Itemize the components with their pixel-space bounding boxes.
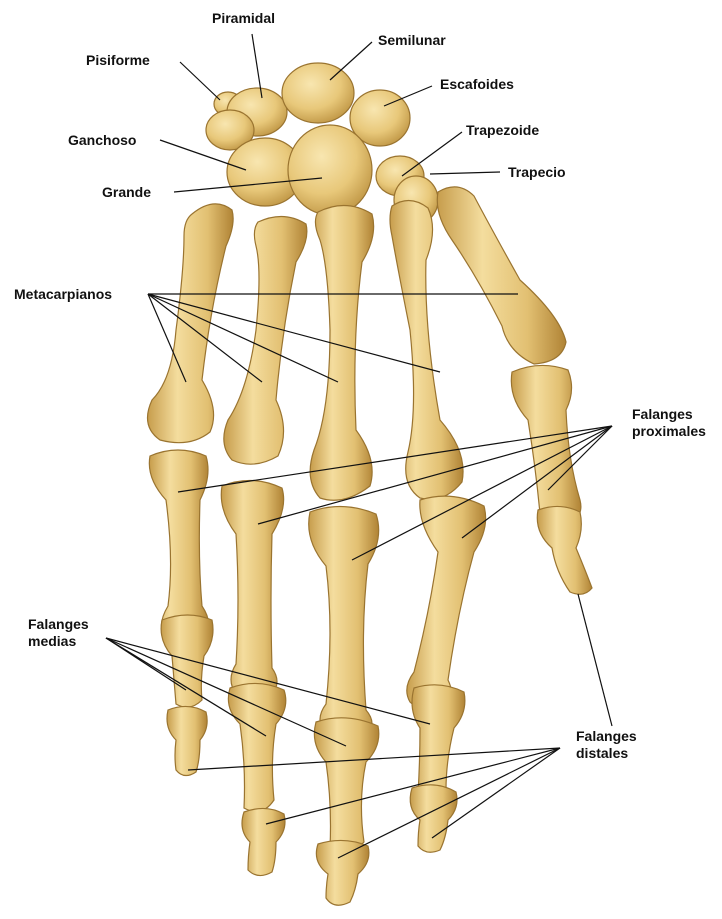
label-falanges-distales-line1: Falanges bbox=[576, 728, 637, 745]
label-falanges-distales: Falanges distales bbox=[576, 728, 637, 762]
label-pisiforme: Pisiforme bbox=[86, 52, 150, 69]
metacarpal-1 bbox=[437, 187, 566, 364]
semilunar-bone bbox=[282, 63, 354, 123]
label-falanges-proximales-line2: proximales bbox=[632, 423, 706, 440]
leader-distales-3 bbox=[338, 748, 560, 858]
label-semilunar: Semilunar bbox=[378, 32, 446, 49]
metacarpal-3 bbox=[310, 205, 373, 500]
label-falanges-distales-line2: distales bbox=[576, 745, 637, 762]
label-metacarpianos: Metacarpianos bbox=[14, 286, 112, 303]
proximal-phalanx-5 bbox=[149, 450, 208, 642]
label-falanges-proximales: Falanges proximales bbox=[632, 406, 706, 440]
label-grande: Grande bbox=[102, 184, 151, 201]
distal-phalanx-3 bbox=[316, 840, 369, 905]
grande-bone bbox=[288, 125, 372, 215]
label-falanges-medias-line2: medias bbox=[28, 633, 89, 650]
metacarpal-bones bbox=[148, 187, 567, 500]
proximal-phalanx-2 bbox=[407, 496, 486, 709]
leader-semilunar bbox=[330, 42, 372, 80]
label-trapezoide: Trapezoide bbox=[466, 122, 539, 139]
leader-pisiforme bbox=[180, 62, 220, 100]
distal-phalanx-1 bbox=[537, 506, 592, 594]
middle-phalanx-5 bbox=[161, 615, 213, 707]
leader-trapezoide bbox=[402, 132, 462, 176]
middle-phalanx-2 bbox=[412, 685, 465, 798]
label-falanges-medias-line1: Falanges bbox=[28, 616, 89, 633]
middle-phalanx-4 bbox=[228, 683, 285, 811]
distal-phalanx-4 bbox=[242, 808, 285, 875]
proximal-phalanx-4 bbox=[221, 480, 283, 699]
distal-phalanx-5 bbox=[167, 706, 207, 775]
proximal-phalanx-3 bbox=[309, 506, 379, 740]
middle-phalanx-3 bbox=[314, 718, 378, 852]
label-falanges-proximales-line1: Falanges bbox=[632, 406, 706, 423]
label-falanges-medias: Falanges medias bbox=[28, 616, 89, 650]
leader-distales-5 bbox=[578, 594, 612, 726]
carpal-bones bbox=[206, 63, 438, 224]
label-ganchoso: Ganchoso bbox=[68, 132, 136, 149]
leader-trapecio bbox=[430, 172, 500, 174]
label-trapecio: Trapecio bbox=[508, 164, 566, 181]
label-escafoides: Escafoides bbox=[440, 76, 514, 93]
label-piramidal: Piramidal bbox=[212, 10, 275, 27]
metacarpal-4 bbox=[224, 216, 307, 464]
